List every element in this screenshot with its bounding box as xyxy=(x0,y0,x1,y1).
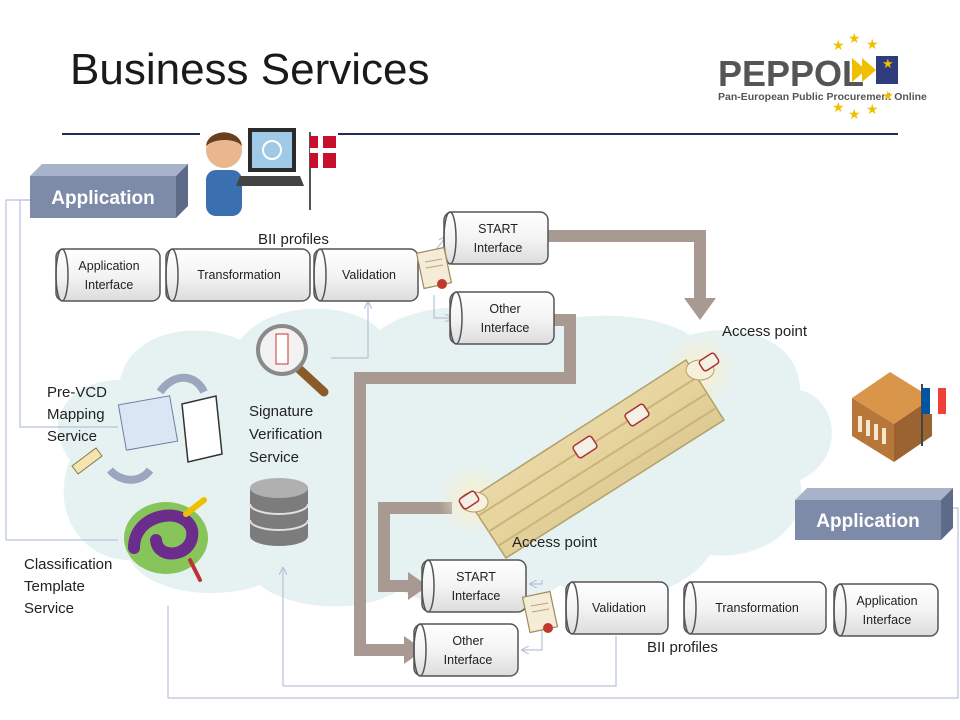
bottom-transformation-label: Transformation xyxy=(715,601,799,615)
logo-subtitle: Pan-European Public Procurement Online xyxy=(718,91,927,103)
peppol-stars-icon: ★ ★ ★ ★ ★ ★ ★ ★ xyxy=(832,31,898,123)
access-point-upper-label: Access point xyxy=(722,323,808,340)
signature-service-label: Signature Verification Service xyxy=(249,403,322,466)
france-flag-icon xyxy=(921,384,946,446)
bottom-application-label: Application xyxy=(816,511,919,532)
pre-vcd-line1: Pre-VCD xyxy=(47,384,107,401)
top-application-box: Application xyxy=(30,164,188,218)
bottom-other-interface-line2: Interface xyxy=(444,653,493,667)
bottom-transformation-cylinder: Transformation xyxy=(683,581,827,635)
bottom-start-interface-line2: Interface xyxy=(452,589,501,603)
svg-text:★: ★ xyxy=(848,107,861,123)
database-icon xyxy=(249,478,309,546)
denmark-flag-icon xyxy=(309,132,336,210)
top-bii-profiles-label: BII profiles xyxy=(258,231,329,248)
top-validation-label: Validation xyxy=(342,268,396,282)
bottom-start-interface-cylinder: START Interface xyxy=(421,559,527,613)
top-start-interface-line2: Interface xyxy=(474,241,523,255)
bottom-app-interface-line1: Application xyxy=(856,594,917,608)
pre-vcd-service-label: Pre-VCD Mapping Service xyxy=(47,384,107,445)
top-validation-cylinder: Validation xyxy=(313,248,419,302)
signature-line3: Service xyxy=(249,449,299,466)
top-app-interface-cylinder: Application Interface xyxy=(55,248,161,302)
signature-line1: Signature xyxy=(249,403,313,420)
slide-title: Business Services xyxy=(70,45,429,94)
pre-vcd-line2: Mapping xyxy=(47,406,105,423)
svg-text:★: ★ xyxy=(832,100,845,116)
magnifier-icon xyxy=(256,324,329,397)
user-laptop-icon xyxy=(206,128,304,216)
bottom-start-interface-line1: START xyxy=(456,570,496,584)
bottom-other-interface-cylinder: Other Interface xyxy=(413,623,519,677)
peppol-logo: PEPPOL Pan-European Public Procurement O… xyxy=(718,31,927,123)
classification-service-label: Classification Template Service xyxy=(24,556,112,617)
bottom-validation-cylinder: Validation xyxy=(565,581,669,635)
top-application-label: Application xyxy=(51,188,154,209)
svg-text:★: ★ xyxy=(832,38,845,54)
svg-text:★: ★ xyxy=(866,37,879,53)
bottom-bii-profiles-label: BII profiles xyxy=(647,639,718,656)
top-start-interface-cylinder: START Interface xyxy=(443,211,549,265)
bottom-app-interface-cylinder: Application Interface xyxy=(833,583,939,637)
top-other-interface-cylinder: Other Interface xyxy=(449,291,555,345)
message-flow-arrows xyxy=(354,230,716,664)
transport-pipe-icon xyxy=(458,352,726,560)
top-other-interface-line2: Interface xyxy=(481,321,530,335)
svg-text:★: ★ xyxy=(882,57,894,72)
logo-name: PEPPOL xyxy=(718,53,864,94)
bottom-validation-label: Validation xyxy=(592,601,646,615)
bottom-application-box: Application xyxy=(795,488,953,540)
top-start-interface-line1: START xyxy=(478,222,518,236)
top-app-interface-line1: Application xyxy=(78,259,139,273)
svg-text:★: ★ xyxy=(848,31,861,47)
document-mapping-icon xyxy=(71,373,223,484)
certificate-icon xyxy=(521,590,559,634)
certificate-icon xyxy=(415,246,453,290)
top-transformation-label: Transformation xyxy=(197,268,281,282)
svg-text:★: ★ xyxy=(882,89,894,104)
top-app-interface-line2: Interface xyxy=(85,278,134,292)
bottom-other-interface-line1: Other xyxy=(452,634,483,648)
classification-line1: Classification xyxy=(24,556,112,573)
classification-line3: Service xyxy=(24,600,74,617)
classification-swirl-icon xyxy=(124,497,208,582)
classification-line2: Template xyxy=(24,578,85,595)
top-transformation-cylinder: Transformation xyxy=(165,248,311,302)
bottom-app-interface-line2: Interface xyxy=(863,613,912,627)
pre-vcd-line3: Service xyxy=(47,428,97,445)
access-point-lower-label: Access point xyxy=(512,534,598,551)
signature-line2: Verification xyxy=(249,426,322,443)
top-other-interface-line1: Other xyxy=(489,302,520,316)
building-icon xyxy=(852,372,932,462)
svg-text:★: ★ xyxy=(866,102,879,118)
